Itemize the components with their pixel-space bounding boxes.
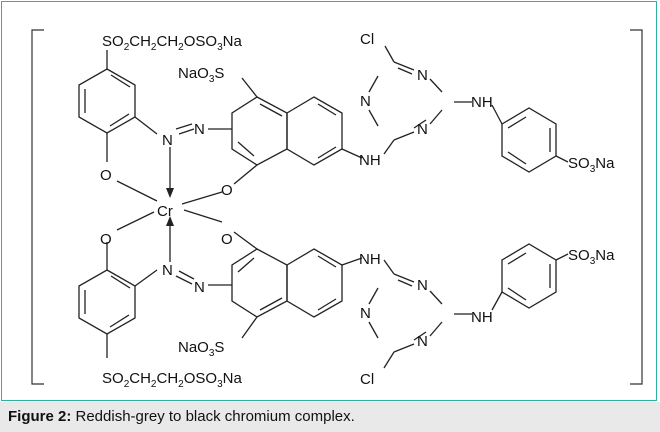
- top-triazine-n3: N: [417, 121, 428, 138]
- bottom-triazine: [368, 273, 443, 353]
- bottom-left-oxygen: O: [100, 231, 112, 248]
- top-chlorine-label: Cl: [360, 31, 374, 48]
- chromium-center-label: Cr: [157, 203, 173, 220]
- caption-bar: Figure 2: Reddish-grey to black chromium…: [0, 402, 660, 432]
- bottom-aryl-sulfonate-label: SO3Na: [568, 247, 615, 267]
- top-left-oxygen: O: [100, 167, 112, 184]
- chromium-complex-structure: SO2CH2CH2OSO3Na NaO3S Cl N N N NH NH SO3…: [31, 29, 643, 390]
- bottom-triazine-n2: N: [360, 305, 371, 322]
- top-triazine: [368, 61, 443, 141]
- figure-caption-text: Reddish-grey to black chromium complex.: [71, 408, 355, 425]
- bottom-azo-n2: N: [194, 279, 205, 296]
- right-bracket: [630, 29, 643, 385]
- bottom-sulfonyl-chain-label: SO2CH2CH2OSO3Na: [102, 370, 242, 390]
- bottom-chlorine-label: Cl: [360, 371, 374, 388]
- figure-frame: SO2CH2CH2OSO3Na NaO3S Cl N N N NH NH SO3…: [1, 1, 657, 401]
- top-naphth-sulfonate-label: NaO3S: [178, 65, 224, 85]
- left-bracket: [31, 29, 44, 385]
- top-left-nh-label: NH: [359, 152, 381, 169]
- bottom-naphthalene: [231, 248, 343, 318]
- top-naphthalene: [231, 96, 343, 166]
- top-azo-n2: N: [194, 121, 205, 138]
- figure-caption: Figure 2: Reddish-grey to black chromium…: [8, 408, 355, 425]
- bottom-triazine-n1: N: [417, 277, 428, 294]
- top-right-oxygen: O: [221, 182, 233, 199]
- top-sulfonyl-chain-label: SO2CH2CH2OSO3Na: [102, 33, 242, 53]
- figure-caption-label: Figure 2:: [8, 408, 72, 425]
- top-phenyl-ring: [78, 68, 136, 134]
- bottom-left-nh-label: NH: [359, 251, 381, 268]
- top-right-phenyl: [501, 107, 557, 173]
- bottom-triazine-n3: N: [417, 333, 428, 350]
- bottom-right-oxygen: O: [221, 231, 233, 248]
- top-triazine-n2: N: [360, 93, 371, 110]
- bottom-right-nh-label: NH: [471, 309, 493, 326]
- bottom-phenyl-ring: [78, 269, 136, 335]
- bottom-naphth-sulfonate-label: NaO3S: [178, 339, 224, 359]
- top-right-nh-label: NH: [471, 94, 493, 111]
- top-triazine-n1: N: [417, 67, 428, 84]
- bottom-azo-n1: N: [162, 262, 173, 279]
- bottom-right-phenyl: [501, 243, 557, 309]
- top-azo-n1: N: [162, 132, 173, 149]
- top-aryl-sulfonate-label: SO3Na: [568, 155, 615, 175]
